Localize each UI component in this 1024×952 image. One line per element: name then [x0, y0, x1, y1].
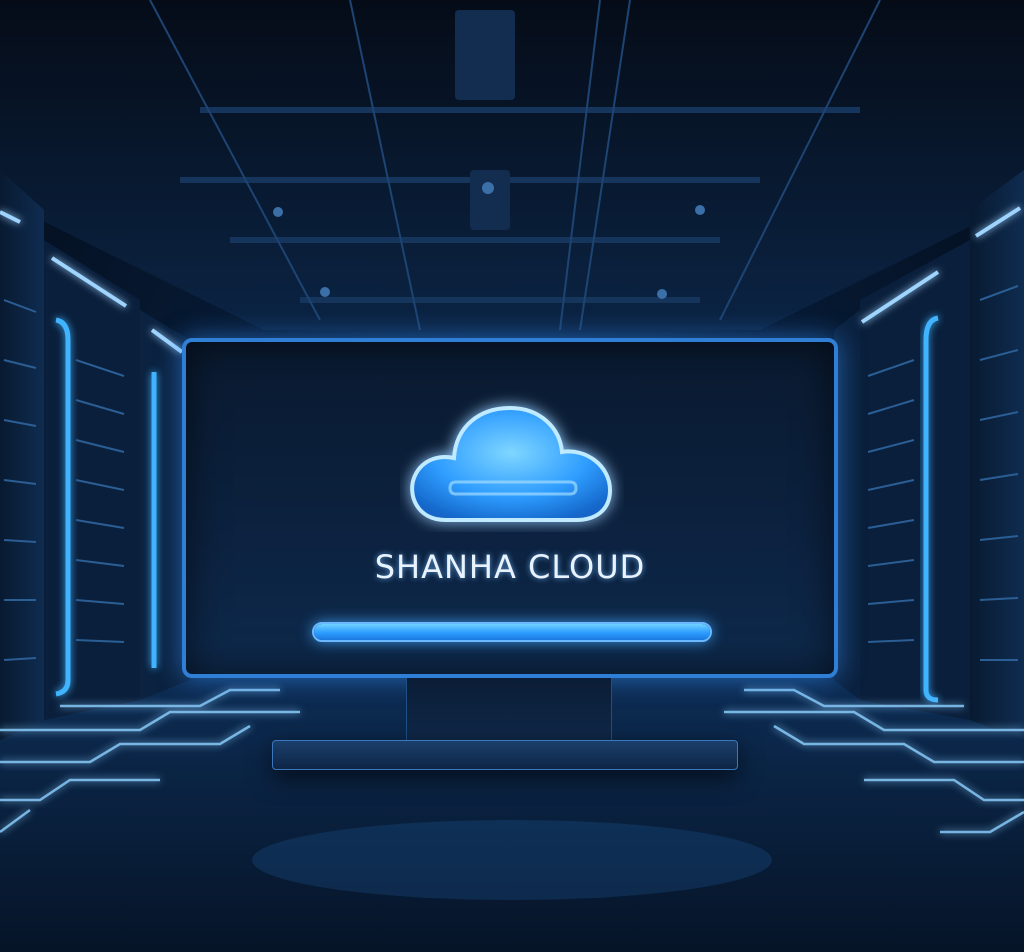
floor — [0, 660, 1024, 952]
right-rack-vents — [867, 285, 1019, 661]
ceiling-lights — [273, 10, 705, 299]
loading-progress-bar — [312, 622, 712, 642]
monitor-screen: SHANHA CLOUD — [182, 338, 838, 678]
brand-title: SHANHA CLOUD — [374, 548, 646, 586]
monitor-stand-neck — [406, 678, 612, 742]
ceiling-cables — [149, 0, 881, 331]
loading-progress-fill — [314, 624, 710, 640]
cloud-icon — [410, 405, 613, 522]
ceiling — [0, 0, 1024, 330]
monitor-stand-base — [272, 740, 738, 770]
left-server-racks — [0, 170, 190, 740]
floor-circuit-traces — [0, 688, 1024, 834]
left-rack-vents — [3, 299, 125, 661]
right-server-racks — [834, 170, 1024, 740]
